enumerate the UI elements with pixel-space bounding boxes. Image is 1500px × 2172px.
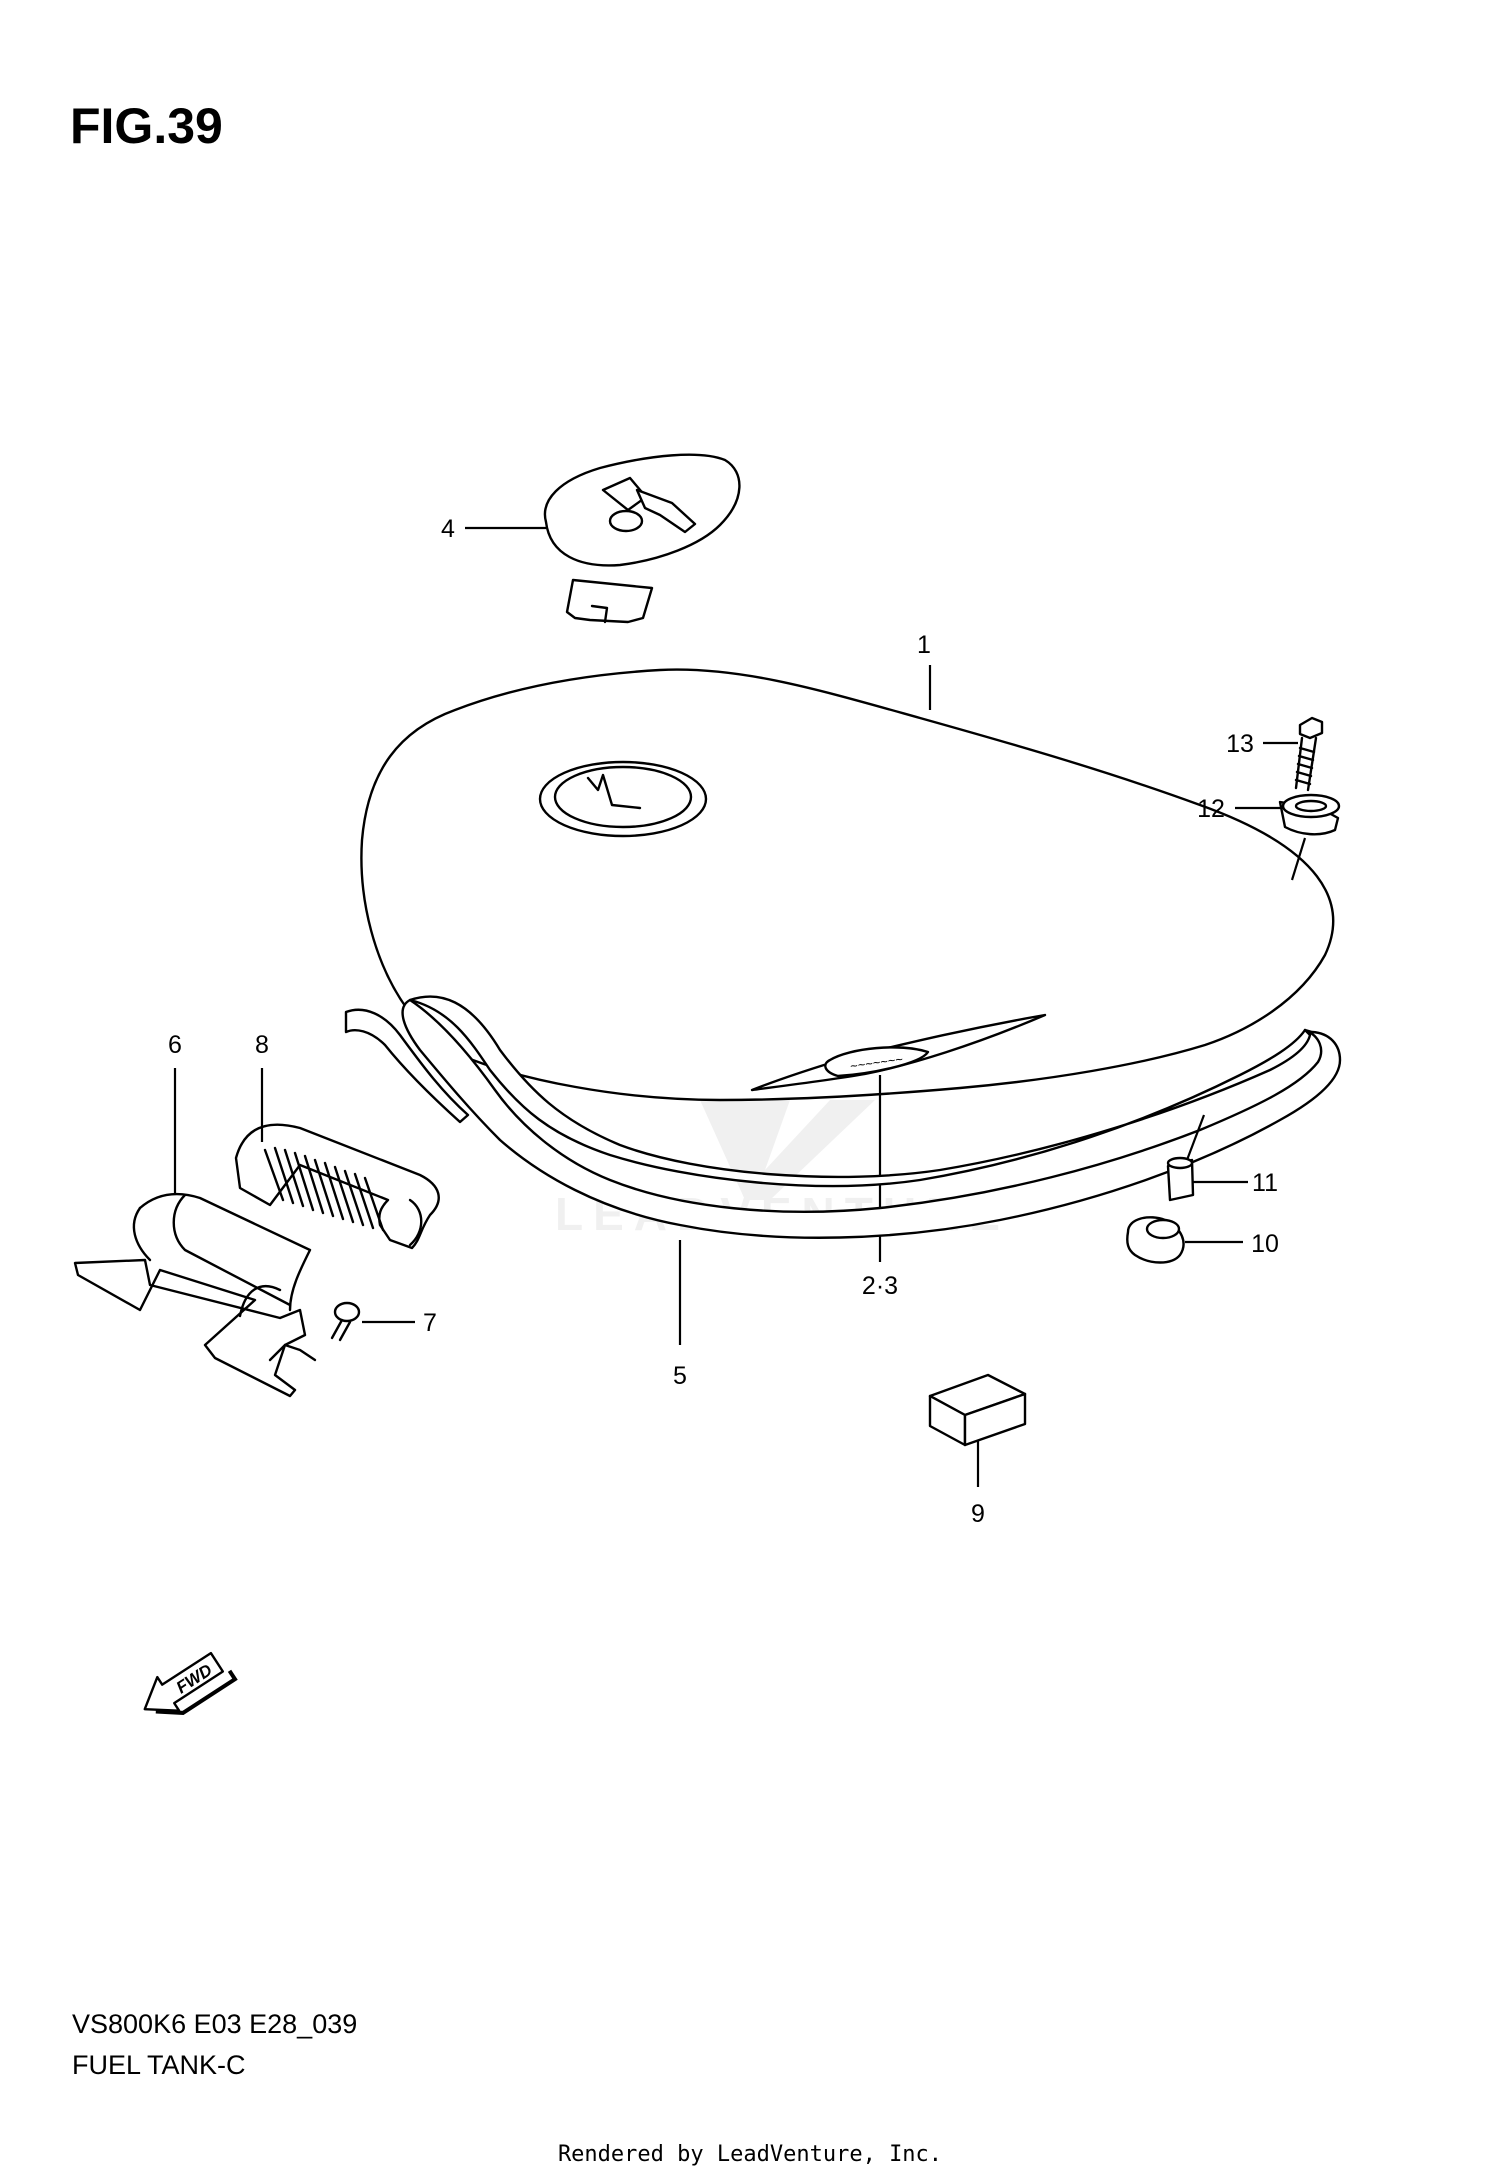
callout-1: 1: [917, 631, 931, 659]
callout-5: 5: [673, 1362, 687, 1390]
callout-7: 7: [423, 1309, 437, 1337]
screw-part: [330, 1301, 361, 1342]
callout-4: 4: [441, 515, 455, 543]
foam-block-part: [928, 1373, 1027, 1447]
figure-title: FIG.39: [70, 98, 223, 154]
callout-9: 9: [971, 1500, 985, 1528]
fuel-tank-part: ~~~~~~~: [360, 668, 1335, 1102]
callout-2-3: 2·3: [862, 1272, 898, 1300]
callout-13: 13: [1226, 730, 1254, 758]
svg-text:~~~~~~~: ~~~~~~~: [849, 1051, 904, 1073]
callout-11: 11: [1252, 1169, 1278, 1197]
callout-10: 10: [1251, 1230, 1279, 1258]
fuel-cap-part: [543, 453, 741, 624]
callout-12: 12: [1197, 795, 1225, 823]
tank-trim-part: [344, 995, 1342, 1239]
callout-8: 8: [255, 1031, 269, 1059]
bolt-part: [1294, 716, 1324, 792]
leader-11-axis: [1185, 1114, 1206, 1161]
rubber-cushion-part: [234, 1123, 440, 1250]
grommet-part: [1278, 793, 1341, 836]
rendered-by-credit: Rendered by LeadVenture, Inc.: [558, 2142, 942, 2167]
fwd-arrow-icon: FWD: [143, 1651, 238, 1715]
diagram-name: FUEL TANK-C: [72, 2050, 246, 2080]
damper-part: [1126, 1216, 1185, 1264]
diagram-code: VS800K6 E03 E28_039: [72, 2009, 357, 2039]
leader-12-axis: [1290, 837, 1307, 881]
collar-part: [1166, 1156, 1195, 1202]
callout-6: 6: [168, 1031, 182, 1059]
bracket-part: [73, 1192, 317, 1398]
